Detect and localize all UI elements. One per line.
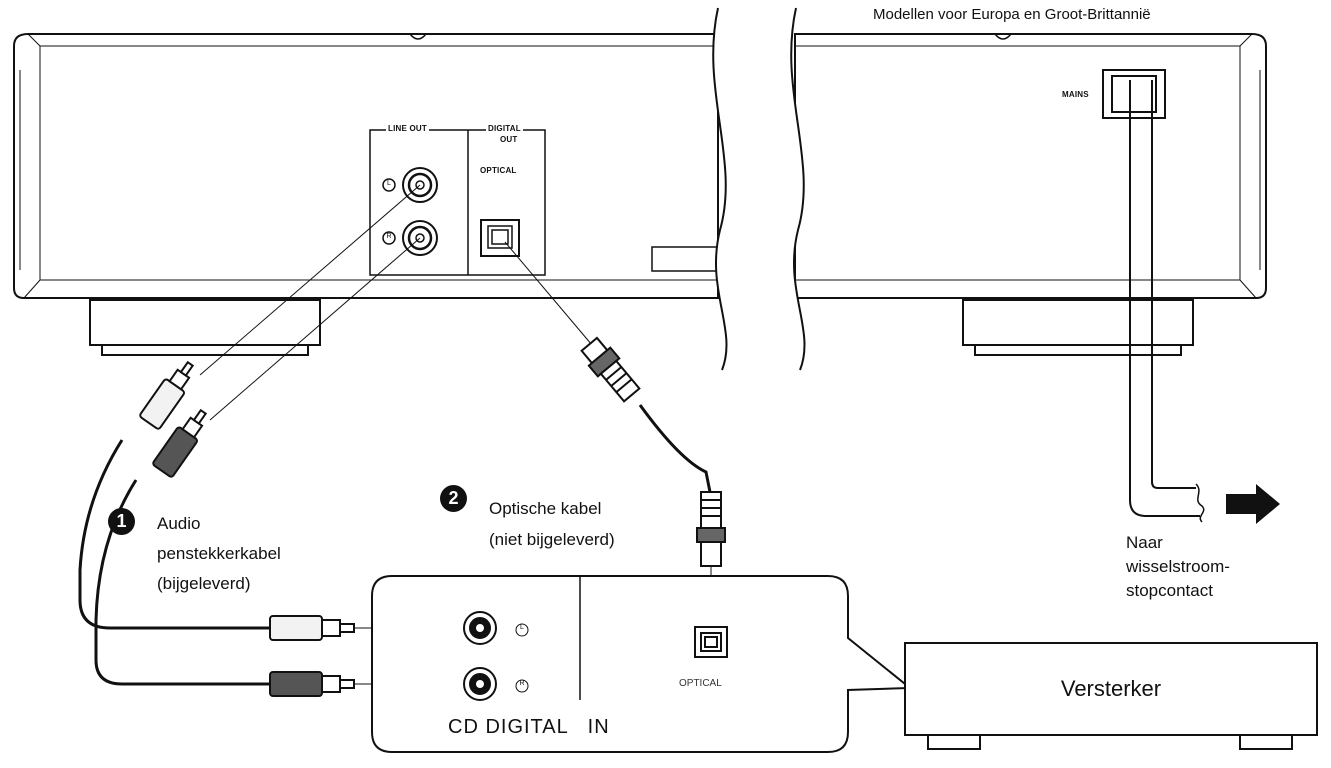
- audio-cable-number: 1: [108, 508, 135, 535]
- cd-player-rear: [13, 33, 1267, 299]
- optical-cable-label-1: Optische kabel: [489, 499, 602, 518]
- optical-plug-top: [580, 336, 641, 403]
- audio-cable-label-3: (bijgeleverd): [157, 574, 251, 593]
- player-connector-panel: [369, 129, 546, 276]
- amplifier-name: Versterker: [1060, 676, 1162, 701]
- player-optical-label: OPTICAL: [480, 166, 517, 175]
- digital-out-label-1: DIGITAL: [486, 124, 523, 133]
- audio-cable-label-1: Audio: [157, 514, 201, 533]
- player-feet: [89, 299, 1194, 356]
- amp-optical-label: OPTICAL: [679, 678, 722, 689]
- optical-cable: [504, 241, 712, 626]
- rca-plug-dark-top: [152, 408, 208, 478]
- mains-inlet: [1102, 69, 1166, 119]
- power-arrow: [1226, 484, 1280, 524]
- line-out-label: LINE OUT: [386, 124, 429, 133]
- digital-out-label-2: OUT: [500, 135, 518, 144]
- player-channel-left: L: [387, 180, 391, 187]
- power-label-3: stopcontact: [1126, 581, 1213, 600]
- power-label-1: Naar: [1126, 533, 1163, 552]
- optical-plug-bottom: [696, 491, 726, 567]
- amp-input-label: CD DIGITAL IN: [448, 716, 610, 738]
- optical-cable-label-2: (niet bijgeleverd): [489, 530, 615, 549]
- rca-plug-white-bottom: [269, 615, 355, 641]
- optical-cable-number: 2: [440, 485, 467, 512]
- amp-input-panel: [371, 575, 913, 753]
- break-mark: [712, 7, 806, 371]
- audio-cable-label-2: penstekkerkabel: [157, 544, 281, 563]
- region-note: Modellen voor Europa en Groot-Brittannië: [873, 6, 1151, 23]
- power-cord: [1129, 80, 1205, 523]
- amp-channel-right: R: [519, 680, 525, 687]
- rca-plug-dark-bottom: [269, 671, 355, 697]
- power-label-2: wisselstroom-: [1126, 557, 1230, 576]
- player-channel-right: R: [386, 233, 392, 240]
- rca-plug-white-top: [139, 360, 195, 430]
- mains-label: MAINS: [1062, 90, 1089, 99]
- amplifier-box: [904, 642, 1318, 750]
- amp-channel-left: L: [520, 624, 524, 631]
